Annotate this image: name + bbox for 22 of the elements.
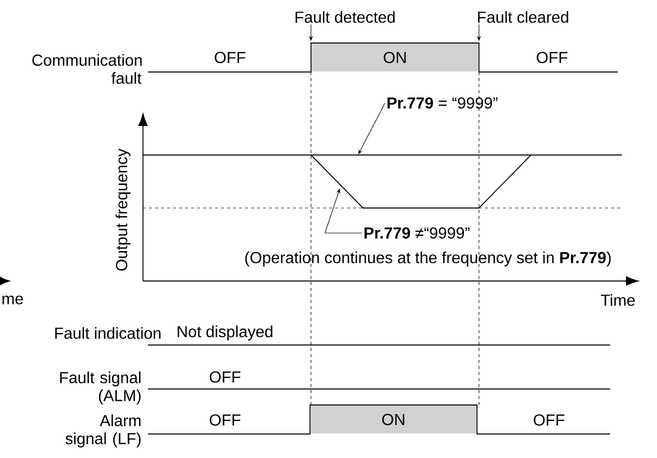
state-label: OFF [214,52,246,64]
event-label: Fault detected [296,11,395,23]
axis-label: Time [600,294,635,306]
row-label: Alarm signal (LF) [66,414,141,448]
note-text: (Operation continues at the frequency set in Pr.779) [245,252,611,266]
frequency-line [142,154,622,156]
state-label: OFF [210,414,240,426]
leader-label: Pr.779 ≠“9999” [364,227,470,239]
state-label: OFF [536,52,568,64]
leader-label: Pr.779 = “9999” [388,97,498,109]
state-label: OFF [210,371,240,383]
axis-label: Output frequency [116,148,130,271]
frequency-curve [310,154,532,208]
state-label: Not displayed [178,326,272,340]
row-label: Fault signal (ALM) [60,372,141,404]
row-label: Fault indication [55,327,160,339]
on-state-block: ON [312,44,478,72]
axis-label: me [2,296,23,304]
event-label: Fault cleared [478,11,568,23]
row-label: Communication fault [32,54,142,84]
state-label: OFF [534,414,564,426]
on-state-block: ON [310,406,476,434]
